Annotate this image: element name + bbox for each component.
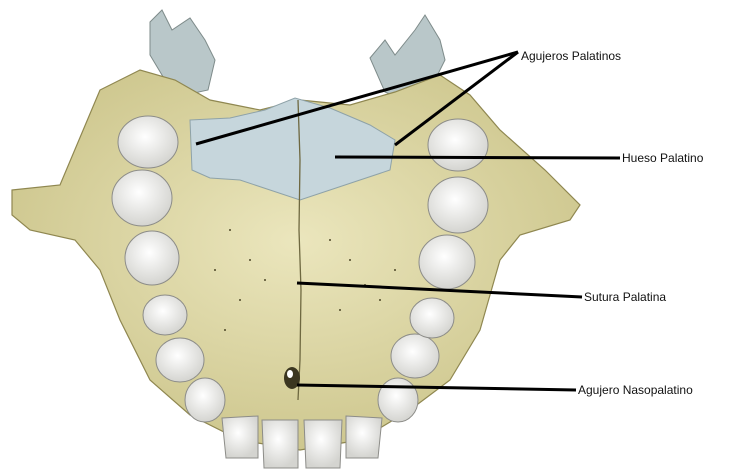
molar-right-2 xyxy=(428,177,488,233)
foramen-highlight xyxy=(287,370,293,378)
premolar-right-1 xyxy=(410,298,454,338)
molar-right-3 xyxy=(419,235,475,289)
molar-left-2 xyxy=(112,170,172,226)
incisor-left-2 xyxy=(222,416,258,458)
leader-hueso xyxy=(335,157,620,158)
incisor-left-1 xyxy=(262,420,298,468)
label-hueso-palatino: Hueso Palatino xyxy=(622,151,703,165)
canine-right xyxy=(378,378,418,422)
incisor-right-1 xyxy=(304,420,342,468)
premolar-right-2 xyxy=(391,334,439,378)
label-agujero-nasopalatino: Agujero Nasopalatino xyxy=(578,383,693,397)
premolar-left-2 xyxy=(156,338,204,382)
label-agujeros-palatinos: Agujeros Palatinos xyxy=(521,49,621,63)
premolar-left-1 xyxy=(143,295,187,335)
molar-right-1 xyxy=(428,119,488,171)
incisor-right-2 xyxy=(346,416,382,458)
molar-left-3 xyxy=(125,231,179,285)
molar-left-1 xyxy=(118,116,178,168)
label-sutura-palatina: Sutura Palatina xyxy=(584,290,666,304)
canine-left xyxy=(185,378,225,422)
